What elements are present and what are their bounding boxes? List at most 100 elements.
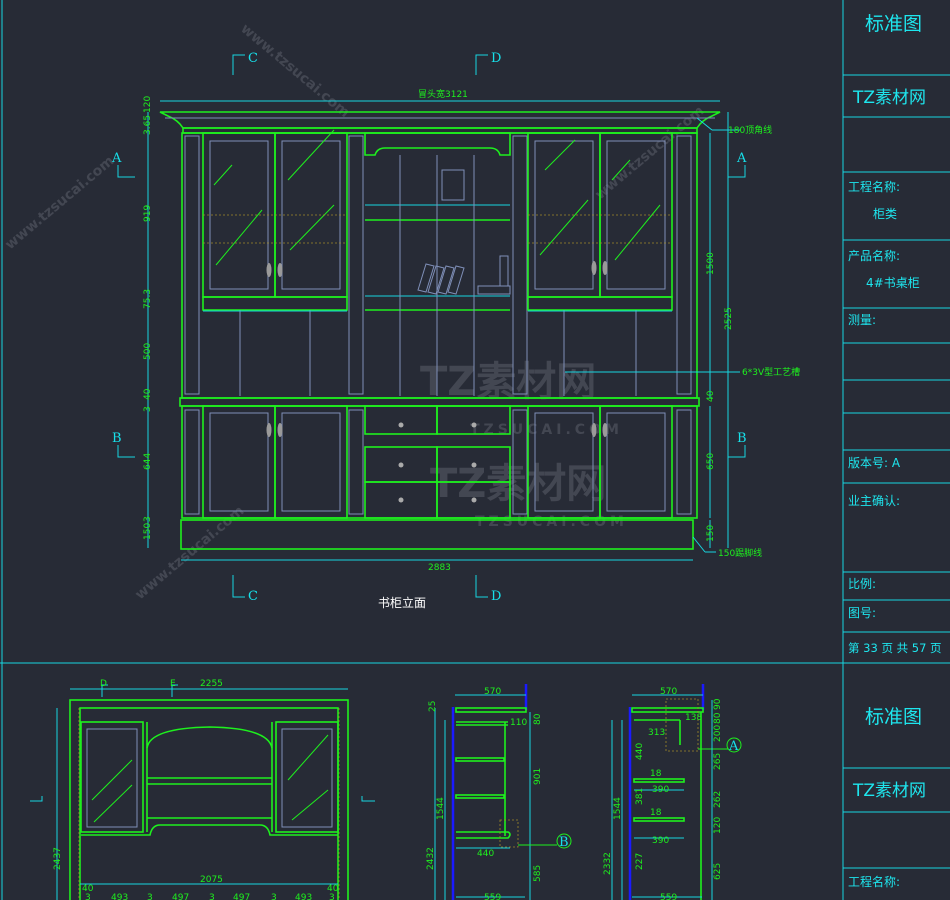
dim: 150 xyxy=(143,523,153,540)
title-block-bottom: 标准图 TZ素材网 工程名称: xyxy=(843,706,950,889)
dim: 75.3 xyxy=(143,289,153,309)
project-label: 工程名称: xyxy=(848,874,900,889)
dim: 390 xyxy=(652,836,669,846)
dim: 3.65 xyxy=(143,115,153,135)
elevation-title: 书柜立面 xyxy=(378,595,426,610)
dim: 120 xyxy=(713,817,723,834)
dim: 440 xyxy=(477,849,494,859)
section-mark-b: B xyxy=(737,431,747,446)
dim: 390 xyxy=(652,785,669,795)
dim: 901 xyxy=(533,768,543,785)
section-mark-d: D xyxy=(491,51,501,66)
owner-confirm-label: 业主确认: xyxy=(848,494,900,508)
section-mark-c: C xyxy=(248,51,258,66)
dim: 2332 xyxy=(603,852,613,875)
brand-label: TZ素材网 xyxy=(852,88,926,108)
bottom-width-dim: 2883 xyxy=(428,563,451,573)
section-mark-a: A xyxy=(111,151,122,166)
dim: 1544 xyxy=(436,797,446,820)
watermark-diagonal: www.tzsucai.com xyxy=(2,153,117,253)
section-mark-e: E xyxy=(170,679,176,689)
dim: 18 xyxy=(650,769,662,779)
dim: 1544 xyxy=(613,797,623,820)
dim: 493 xyxy=(111,893,128,900)
side-section-2: A 570 559 390 390 1544 2332 138 313 440 … xyxy=(603,684,742,900)
watermark-diagonal: www.tzsucai.com xyxy=(237,21,352,121)
desk-bottom-dims: 40 3 493 3 497 3 497 3 493 3 40 xyxy=(82,884,339,900)
watermark-url: TZSUCAI.COM xyxy=(475,514,628,530)
groove-note: 6*3V型工艺槽 xyxy=(742,366,800,378)
dim: 110 xyxy=(510,718,527,728)
dim: 570 xyxy=(484,687,501,697)
standard-label: 标准图 xyxy=(865,13,922,35)
product-value: 4#书桌柜 xyxy=(866,276,920,290)
dim: 381 xyxy=(635,788,645,805)
section-mark-a: A xyxy=(736,151,747,166)
dim: 3 xyxy=(143,516,153,522)
dim: 138 xyxy=(685,713,702,723)
dim: 40 xyxy=(706,390,716,402)
dim: 497 xyxy=(172,893,189,900)
dim: 3 xyxy=(209,893,215,900)
dim: 150 xyxy=(706,525,716,542)
dim: 3 xyxy=(143,406,153,412)
dim: 40 xyxy=(82,884,94,894)
section-mark-b: B xyxy=(112,431,122,446)
dim: 919 xyxy=(143,205,153,222)
dim: 313 xyxy=(648,728,665,738)
detail-callout-a: A xyxy=(728,739,739,754)
product-label: 产品名称: xyxy=(848,248,900,263)
title-block-top: 标准图 TZ素材网 工程名称: 柜类 产品名称: 4#书桌柜 测量: 版本号: … xyxy=(843,13,950,655)
dim: 90 xyxy=(713,698,723,710)
dim: 3 xyxy=(147,893,153,900)
dim: 227 xyxy=(635,853,645,870)
project-value: 柜类 xyxy=(873,207,897,221)
dim: 1500 xyxy=(706,252,716,275)
dim: 18 xyxy=(650,808,662,818)
watermark: TZ素材网 TZSUCAI.COM TZ素材网 TZSUCAI.COM www.… xyxy=(2,21,707,603)
section-mark-d: D xyxy=(491,589,501,604)
dim: 3 xyxy=(85,893,91,900)
dim: 3 xyxy=(271,893,277,900)
dim: 120 xyxy=(143,96,153,113)
project-label: 工程名称: xyxy=(848,179,900,194)
brand-label: TZ素材网 xyxy=(852,781,926,801)
side-section-1: B 570 110 440 559 1544 2432 901 585 80 2… xyxy=(426,684,572,900)
dim: 25 xyxy=(428,701,438,712)
dim: 644 xyxy=(143,453,153,470)
desk-elevation: D E 2255 2075 2437 40 3 493 3 497 3 497 … xyxy=(30,679,375,900)
scale-label: 比例: xyxy=(848,577,876,591)
dim: 585 xyxy=(533,865,543,882)
watermark-brand: TZ素材网 xyxy=(430,461,606,507)
dim: 200 xyxy=(713,725,723,742)
dim: 559 xyxy=(484,893,501,900)
dim: 2525 xyxy=(724,307,734,330)
dim: 265 xyxy=(713,753,723,770)
dim: 559 xyxy=(660,893,677,900)
desk-inner-width-dim: 2075 xyxy=(200,875,223,885)
dim: 625 xyxy=(713,863,723,880)
dim: 440 xyxy=(635,743,645,760)
dim: 500 xyxy=(143,343,153,360)
dim: 2432 xyxy=(426,847,436,870)
top-width-dim: 冒头宽3121 xyxy=(418,88,468,100)
dim: 40 xyxy=(327,884,339,894)
standard-label: 标准图 xyxy=(865,706,922,728)
dim: 80 xyxy=(533,713,543,725)
bookcase-elevation: C D C D A A B B 冒头宽3121 2883 180顶角线 150踢… xyxy=(111,51,800,610)
page-label: 第 33 页 共 57 页 xyxy=(848,641,942,655)
desk-width-dim: 2255 xyxy=(200,679,223,689)
dim: 40 xyxy=(143,388,153,400)
dim: 493 xyxy=(295,893,312,900)
base-note: 150踢脚线 xyxy=(718,547,762,559)
measure-label: 测量: xyxy=(848,313,876,327)
right-dimensions: 1500 2525 40 650 150 xyxy=(706,252,734,542)
version-label: 版本号: A xyxy=(848,456,901,470)
section-mark-c: C xyxy=(248,589,258,604)
left-dimensions: 120 3.65 919 75.3 500 40 3 644 3 150 xyxy=(143,96,153,540)
section-mark-d: D xyxy=(100,679,107,689)
dim: 650 xyxy=(706,453,716,470)
dim: 80 xyxy=(713,712,723,724)
crown-note: 180顶角线 xyxy=(728,124,772,136)
